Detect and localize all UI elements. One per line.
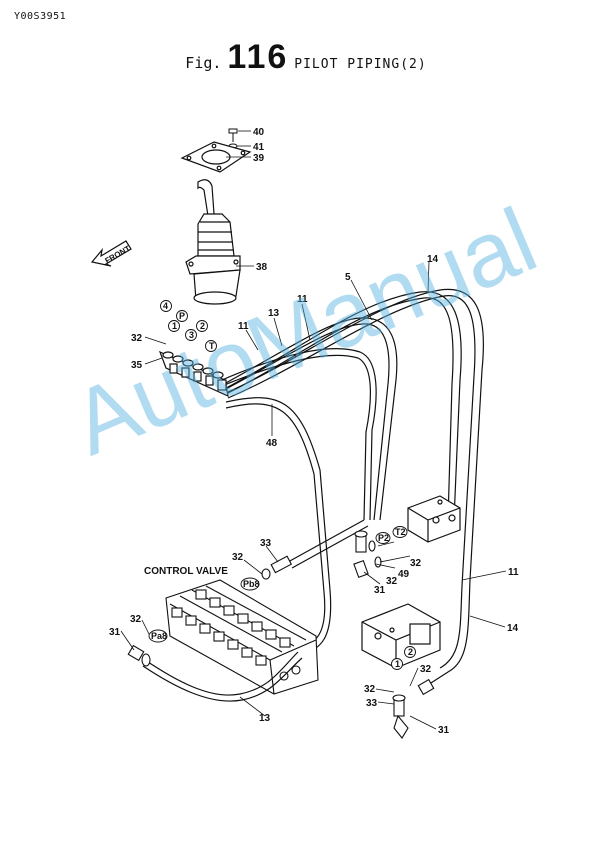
- port-label-text: 4 P 1 3 2 T T2 P2 Pb8 Pa8 1 2: [151, 301, 413, 669]
- label-40: 40: [253, 127, 265, 138]
- label-32-right-b: 32: [386, 576, 398, 587]
- label-38: 38: [256, 262, 268, 273]
- label-32-right-a: 32: [410, 558, 422, 569]
- front-arrow: FRONT: [90, 240, 132, 267]
- label-32-lower-right: 32: [420, 664, 432, 675]
- control-valve: [165, 579, 319, 695]
- gasket-39: [180, 141, 252, 173]
- port-1-lower: 1: [395, 659, 400, 669]
- label-32-upper: 32: [232, 552, 244, 563]
- figure-number: 116: [227, 38, 289, 76]
- figure-prefix: Fig.: [185, 54, 222, 72]
- label-11-right: 11: [508, 567, 519, 578]
- label-5: 5: [345, 272, 351, 283]
- port-3: 3: [189, 330, 194, 340]
- label-33-upper: 33: [260, 538, 272, 549]
- fittings-right-lower: [392, 678, 435, 739]
- port-4: 4: [163, 301, 168, 311]
- label-49: 49: [398, 569, 410, 580]
- label-39: 39: [253, 153, 265, 164]
- part-number-labels: 40 41 39 38 14 5 11 13 11 32 35 48 33 32…: [109, 127, 519, 736]
- label-32-lower-left: 32: [364, 684, 376, 695]
- label-14-right: 14: [507, 623, 519, 634]
- port-Pb8: Pb8: [243, 579, 260, 589]
- pilot-valve-38: [185, 179, 241, 305]
- label-31-right: 31: [374, 585, 386, 596]
- fitting-31-left: [127, 644, 151, 667]
- bolt-40: [228, 128, 238, 142]
- port-Pa8: Pa8: [151, 631, 167, 641]
- label-13-top: 13: [268, 308, 280, 319]
- label-48: 48: [266, 438, 278, 449]
- label-31-control: 31: [109, 627, 121, 638]
- manifold-35: [158, 350, 229, 398]
- leader-lines: [120, 130, 507, 730]
- port-P2: P2: [378, 533, 389, 543]
- label-31-lower: 31: [438, 725, 450, 736]
- document-code: Y00S3951: [14, 11, 67, 22]
- label-13-lower: 13: [259, 713, 271, 724]
- port-2-lower: 2: [408, 647, 413, 657]
- label-41: 41: [253, 142, 265, 153]
- label-35: 35: [131, 360, 143, 371]
- port-1: 1: [172, 321, 177, 331]
- label-14-top: 14: [427, 254, 439, 265]
- port-P: P: [179, 311, 185, 321]
- hose-13-lower: [142, 651, 303, 702]
- solenoid-valve: [361, 603, 441, 669]
- figure-name: PILOT PIPING(2): [294, 57, 427, 72]
- label-11-left: 11: [238, 321, 249, 332]
- label-32-manifold: 32: [131, 333, 143, 344]
- port-2: 2: [200, 321, 205, 331]
- label-33-lower: 33: [366, 698, 378, 709]
- valve-block-right: [407, 495, 461, 543]
- label-11-top: 11: [297, 294, 308, 305]
- port-labels: [148, 300, 416, 670]
- fittings-right-upper: [353, 530, 382, 578]
- hose-bundle: [221, 288, 485, 691]
- control-valve-label: CONTROL VALVE: [144, 566, 228, 577]
- label-32-control: 32: [130, 614, 142, 625]
- port-T2: T2: [395, 527, 406, 537]
- port-T: T: [209, 341, 215, 351]
